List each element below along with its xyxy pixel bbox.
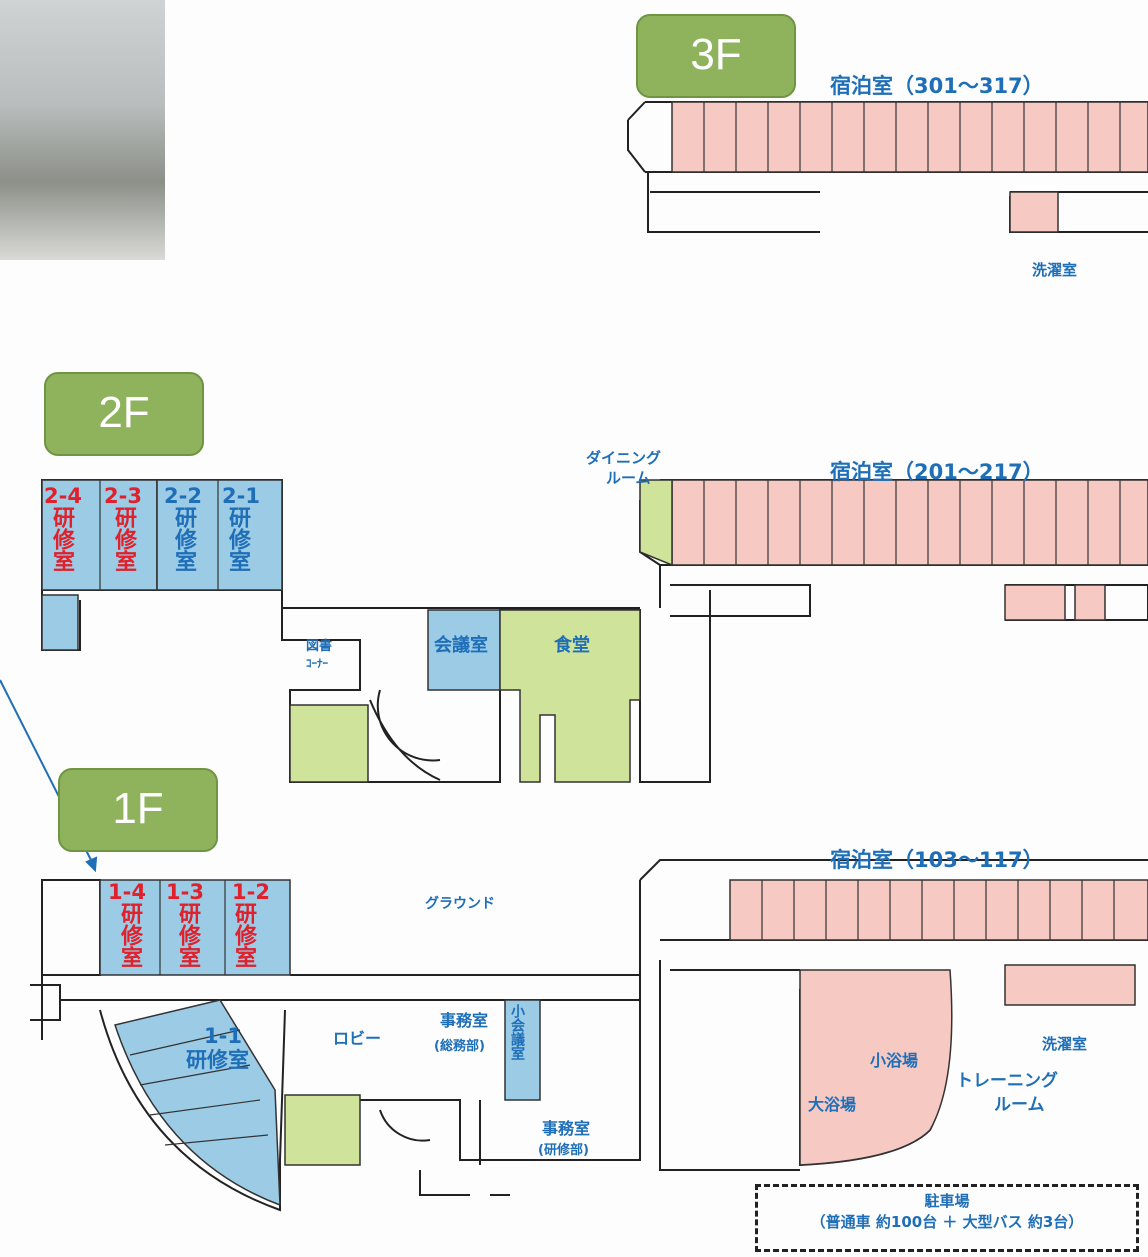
f1-lobby-label: ロビー: [333, 1029, 382, 1048]
f1-office-training-label: 事務室: [542, 1119, 591, 1138]
f2-room-2-1-name: 研修室: [225, 506, 250, 572]
f2-room-2-2-number: 2-2: [164, 484, 202, 508]
f1-room-1-2-number: 1-2: [232, 880, 270, 904]
f2-dining-label-2: ルーム: [606, 469, 651, 487]
f2-room-2-2-name: 研修室: [171, 506, 196, 572]
parking-title: 駐車場: [924, 1192, 970, 1210]
f1-training-gym-label-2: ルーム: [994, 1095, 1045, 1115]
floor-badge-3f: 3F: [636, 14, 796, 98]
f2-cafeteria-label: 食堂: [554, 635, 590, 656]
floor-badge-1f: 1F: [58, 768, 218, 852]
f2-room-2-3-name: 研修室: [111, 506, 136, 572]
f1-small-meeting-label: 小会議室: [509, 1004, 525, 1060]
f2-library-label-1: 図書: [306, 639, 333, 654]
f2-library-label-2: ｺｰﾅｰ: [306, 657, 328, 670]
f1-large-bath-label: 大浴場: [808, 1095, 857, 1114]
facility-photo: [0, 0, 165, 260]
f2-room-2-4-number: 2-4: [44, 484, 82, 508]
f1-room-1-3-number: 1-3: [166, 880, 204, 904]
f1-office-general-sub: (総務部): [434, 1039, 485, 1054]
f1-room-1-4-name: 研修室: [117, 902, 142, 968]
f2-guest-rooms-title: 宿泊室（201～217）: [830, 460, 1044, 484]
f1-office-training-sub: (研修部): [538, 1143, 589, 1158]
f1-office-general-label: 事務室: [440, 1011, 489, 1030]
f1-hall-name: 研修室: [186, 1048, 249, 1072]
f2-dining-label-1: ダイニング: [586, 449, 662, 467]
f1-hall-number: 1-1: [204, 1024, 242, 1048]
f3-laundry-label: 洗濯室: [1032, 261, 1078, 279]
floor-badge-2f: 2F: [44, 372, 204, 456]
f1-room-1-2-name: 研修室: [231, 902, 256, 968]
f2-room-2-1-number: 2-1: [222, 484, 260, 508]
parking-box: 駐車場 （普通車 約100台 ＋ 大型バス 約3台）: [755, 1184, 1139, 1252]
f1-small-bath-label: 小浴場: [870, 1051, 919, 1070]
f1-ground-label: グラウンド: [425, 896, 495, 912]
f2-room-2-4-name: 研修室: [49, 506, 74, 572]
f1-laundry-label: 洗濯室: [1042, 1035, 1088, 1053]
f2-meeting-room-label: 会議室: [434, 635, 488, 656]
parking-detail: （普通車 約100台 ＋ 大型バス 約3台）: [810, 1213, 1084, 1232]
f1-room-1-4-number: 1-4: [108, 880, 146, 904]
f3-guest-rooms-title: 宿泊室（301～317）: [830, 74, 1044, 98]
f1-room-1-3-name: 研修室: [175, 902, 200, 968]
f1-training-gym-label-1: トレーニング: [956, 1071, 1058, 1091]
f1-guest-rooms-title: 宿泊室（103～117）: [830, 848, 1044, 872]
f2-room-2-3-number: 2-3: [104, 484, 142, 508]
